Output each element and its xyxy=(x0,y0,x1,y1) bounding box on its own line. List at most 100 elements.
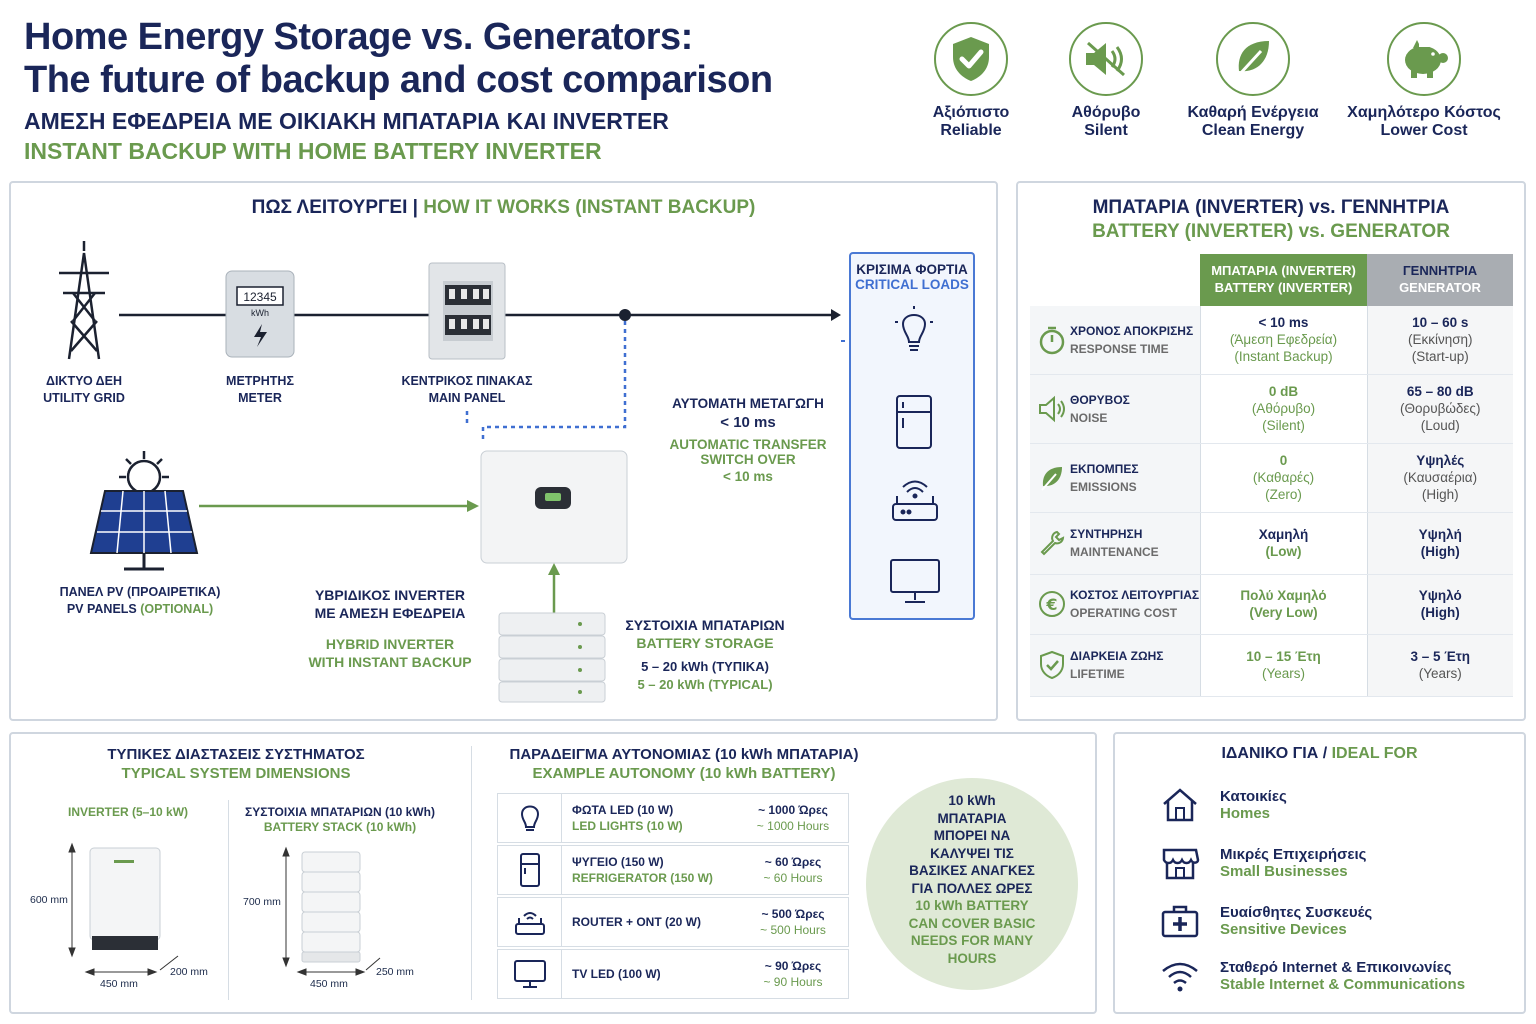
col-battery-gr: ΜΠΑΤΑΡΙΑ (INVERTER) xyxy=(1211,263,1356,278)
device-gr: ROUTER + ONT (20 W) xyxy=(572,915,702,929)
benefit-lower-cost: Χαμηλότερο Κόστος Lower Cost xyxy=(1344,22,1504,140)
dimensions-title-en: TYPICAL SYSTEM DIMENSIONS xyxy=(121,765,351,782)
battery-width: 450 mm xyxy=(310,978,348,990)
battery-note-gr: (Αθόρυβο) xyxy=(1251,401,1316,416)
generator-note: (High) xyxy=(1420,544,1460,559)
bubble-line: ΜΠΑΤΑΡΙΑ xyxy=(937,810,1007,826)
column-header-generator: ΓΕΝΝΗΤΡΙΑ GENERATOR xyxy=(1367,254,1513,306)
meter-label-gr: ΜΕΤΡΗΤΗΣ xyxy=(226,374,294,388)
row-label-en: LIFETIME xyxy=(1070,667,1125,681)
tv-icon xyxy=(498,950,562,998)
router-icon xyxy=(498,898,562,946)
battery-note: (Very Low) xyxy=(1249,605,1318,620)
stopwatch-icon xyxy=(1034,325,1070,355)
main-panel-label-en: MAIN PANEL xyxy=(428,391,506,405)
critical-loads-box: ΚΡΙΣΙΜΑ ΦΟΡΤΙΑ CRITICAL LOADS xyxy=(849,252,975,620)
bulb-icon xyxy=(498,794,562,842)
battery-en: BATTERY STORAGE xyxy=(636,635,774,651)
piggy-bank-icon xyxy=(1387,22,1461,96)
bubble-line: ΓΙΑ ΠΟΛΛΕΣ ΩΡΕΣ xyxy=(911,880,1033,896)
comparison-title: ΜΠΑΤΑΡΙΑ (INVERTER) vs. ΓΕΝΝΗΤΡΙΑ BATTER… xyxy=(1016,197,1526,243)
row-label-en: MAINTENANCE xyxy=(1070,545,1159,559)
battery-dim-label-en: BATTERY STACK (10 kWh) xyxy=(263,820,417,834)
title-line-1: Home Energy Storage vs. Generators: xyxy=(24,16,693,58)
inverter-en-1: HYBRID INVERTER xyxy=(325,636,455,652)
benefit-label-gr: Αθόρυβο xyxy=(1071,104,1141,121)
battery-en-capacity: 5 – 20 kWh (TYPICAL) xyxy=(637,677,773,692)
battery-value: < 10 ms xyxy=(1258,315,1309,331)
battery-note-gr: (Άμεση Εφεδρεία) xyxy=(1229,332,1338,348)
main-panel-label-gr: ΚΕΝΤΡΙΚΟΣ ΠΙΝΑΚΑΣ xyxy=(401,374,533,388)
row-label-en: NOISE xyxy=(1070,410,1108,425)
row-label-gr: ΧΡΟΝΟΣ ΑΠΟΚΡΙΣΗΣ xyxy=(1070,323,1194,338)
row-label-gr: ΘΟΡΥΒΟΣ xyxy=(1070,392,1130,407)
pv-label-optional: (OPTIONAL) xyxy=(140,602,214,616)
battery-value: 10 – 15 Έτη xyxy=(1246,649,1321,664)
inverter-height: 600 mm xyxy=(30,894,68,906)
benefit-label-en: Reliable xyxy=(940,122,1002,139)
wrench-icon xyxy=(1034,529,1070,557)
device-en: REFRIGERATOR (150 W) xyxy=(572,871,713,885)
how-it-works-title: ΠΩΣ ΛΕΙΤΟΥΡΓΕΙ | HOW IT WORKS (INSTANT B… xyxy=(9,197,998,219)
bubble-line: 10 kWh xyxy=(948,793,996,808)
loads-icons xyxy=(890,306,940,603)
battery-gr-capacity: 5 – 20 kWh (ΤΥΠΙΚΑ) xyxy=(641,659,769,674)
generator-value: 65 – 80 dB xyxy=(1406,384,1474,399)
bubble-line: NEEDS FOR MANY xyxy=(910,933,1034,948)
benefit-silent: Αθόρυβο Silent xyxy=(1026,22,1186,140)
battery-value: 0 xyxy=(1279,453,1288,468)
inverter-depth: 200 mm xyxy=(170,966,208,978)
col-gen-gr: ΓΕΝΝΗΤΡΙΑ xyxy=(1402,263,1478,278)
generator-note-en: (Loud) xyxy=(1420,418,1460,433)
arrow-to-loads-icon xyxy=(831,309,841,321)
generator-note: (High) xyxy=(1420,605,1460,620)
store-icon xyxy=(1158,844,1202,882)
autonomy-title: ΠΑΡΑΔΕΙΓΜΑ ΑΥΤΟΝΟΜΙΑΣ (10 kWh ΜΠΑΤΑΡΙΑ) … xyxy=(480,745,888,783)
loads-title-en: CRITICAL LOADS xyxy=(855,277,969,292)
main-panel-icon xyxy=(428,262,506,360)
autonomy-row-router: ROUTER + ONT (20 W) ~ 500 Ώρες~ 500 Hour… xyxy=(497,897,849,947)
inverter-width: 450 mm xyxy=(100,978,138,990)
battery-height: 700 mm xyxy=(243,896,281,908)
battery-note-en: (Zero) xyxy=(1265,487,1302,502)
bubble-line: 10 kWh BATTERY xyxy=(915,898,1029,913)
divider xyxy=(471,746,472,1000)
meter-label: ΜΕΤΡΗΤΗΣ METER xyxy=(210,373,310,407)
generator-note-en: (Start-up) xyxy=(1411,349,1469,365)
benefit-label-gr: Χαμηλότερο Κόστος xyxy=(1347,104,1501,121)
generator-value: Υψηλές xyxy=(1416,453,1465,468)
main-panel-label: ΚΕΝΤΡΙΚΟΣ ΠΙΝΑΚΑΣ MAIN PANEL xyxy=(392,373,542,407)
inverter-label: ΥΒΡΙΔΙΚΟΣ INVERTER ΜΕ ΑΜΕΣΗ ΕΦΕΔΡΕΙΑ HYB… xyxy=(300,586,480,671)
grid-label: ΔΙΚΤΥΟ ΔΕΗ UTILITY GRID xyxy=(34,373,134,407)
meter-icon: 12345 kWh xyxy=(225,270,295,358)
generator-note-gr: (Εκκίνηση) xyxy=(1407,332,1473,348)
benefit-label-gr: Καθαρή Ενέργεια xyxy=(1187,104,1319,121)
ideal-label-gr: Ευαίσθητες Συσκευές xyxy=(1220,904,1373,921)
shield-check-icon xyxy=(934,22,1008,96)
meter-unit: kWh xyxy=(251,308,269,318)
speaker-icon xyxy=(1034,395,1070,423)
row-label-en: EMISSIONS xyxy=(1070,479,1137,494)
battery-note: (Years) xyxy=(1261,666,1306,681)
ideal-title-en: IDEAL FOR xyxy=(1331,745,1418,762)
ideal-label-gr: Μικρές Επιχειρήσεις xyxy=(1220,846,1367,863)
generator-value: Υψηλή xyxy=(1418,527,1462,542)
hours-gr: ~ 60 Ώρες xyxy=(764,855,822,869)
hours-gr: ~ 90 Ώρες xyxy=(764,959,822,973)
hybrid-inverter-icon xyxy=(480,450,628,564)
page-title: Home Energy Storage vs. Generators: The … xyxy=(24,16,773,102)
medical-kit-icon xyxy=(1158,903,1202,939)
router-icon xyxy=(892,480,938,521)
device-gr: ΨΥΓΕΙΟ (150 W) xyxy=(572,855,664,869)
battery-note-gr: (Καθαρές) xyxy=(1252,470,1315,485)
battery-note: (Low) xyxy=(1265,544,1302,559)
hours-en: ~ 500 Hours xyxy=(760,923,826,937)
battery-stack-icon xyxy=(498,612,606,703)
